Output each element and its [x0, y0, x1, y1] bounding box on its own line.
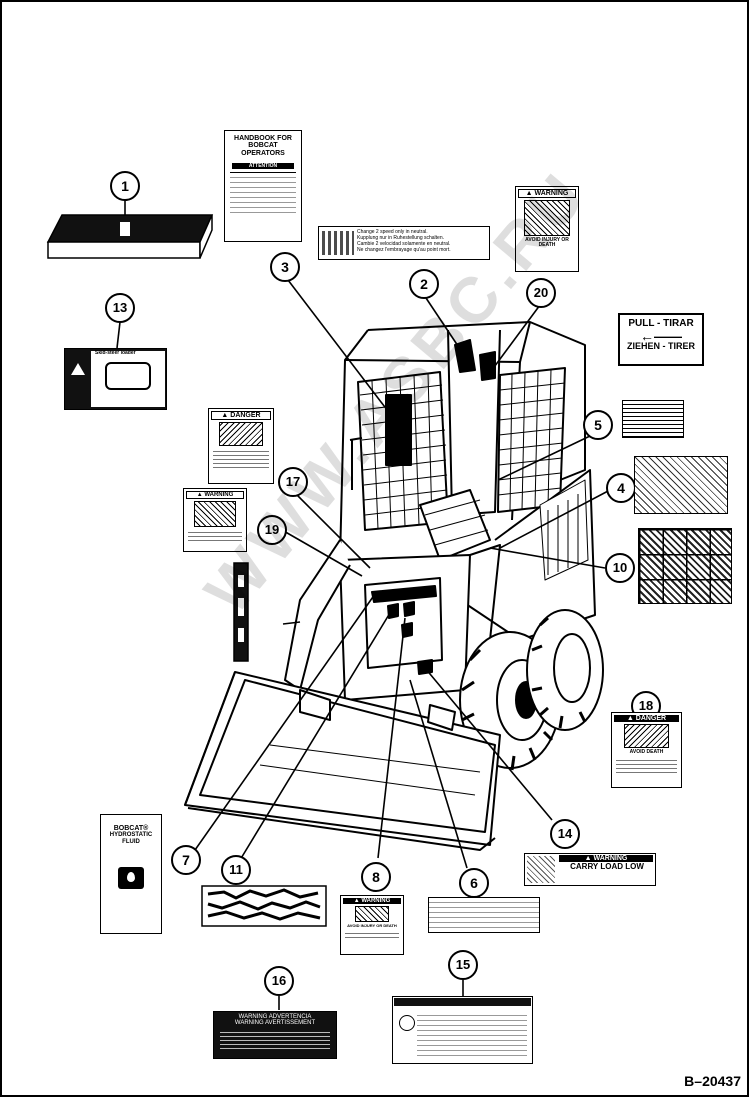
warning-triangle-icon: ▲ [196, 492, 203, 498]
warning-triangle-icon: ▲ [525, 190, 533, 197]
speed-line-3: Cambie 2 velocidad solamente en neutral. [357, 241, 451, 247]
speed-line-2: Kupplung nur in Ruhestellung schalten. [357, 235, 445, 241]
callout-circles [105, 171, 661, 996]
callout-17: 17 [285, 474, 301, 489]
cab-grille-right [497, 368, 566, 512]
callout-20: 20 [533, 285, 549, 300]
warning-16-line-1: WARNING ADVERTENCIA [238, 1014, 312, 1020]
rear-right-wheel [526, 609, 604, 731]
warning-triangle-icon: ▲ [353, 898, 360, 904]
decal-1-step-strip [46, 214, 214, 259]
warning-top-pictogram [524, 200, 570, 236]
carry-load-pictogram [527, 856, 555, 883]
danger-left-pictogram [219, 422, 263, 446]
decal-13-skid-steer: Skid-steer loader [64, 348, 167, 410]
decal-14-carry-load-low: ▲ WARNING CARRY LOAD LOW [524, 853, 656, 886]
callout-18: 18 [638, 698, 654, 713]
warning-left-header: ▲ WARNING [186, 491, 244, 499]
pull-line-2: ZIEHEN - TIRER [626, 340, 695, 351]
loader-pictogram-icon [105, 362, 151, 391]
danger-left-header: ▲ DANGER [211, 411, 271, 420]
danger-18-pictogram [624, 724, 669, 748]
decal-10-grid [638, 528, 732, 604]
danger-18-header: ▲ DANGER [614, 715, 679, 722]
callout-1: 1 [121, 178, 129, 194]
warning-8-pictogram [355, 906, 389, 922]
warning-triangle-icon: ▲ [626, 715, 634, 722]
decal-16-warning-advertencia: WARNING ADVERTENCIA WARNING AVERTISSEMEN… [213, 1011, 337, 1059]
skid-steer-loader-drawing [184, 321, 604, 851]
speed-line-4: Ne changez l'embrayage qu'au point mort. [357, 247, 451, 253]
decal-pull-tirar: PULL - TIRAR ←—— ZIEHEN - TIRER [618, 313, 704, 366]
warning-triangle-icon [71, 363, 85, 375]
callout-6: 6 [470, 875, 478, 891]
callout-3: 3 [281, 259, 289, 275]
leader-lines [116, 200, 647, 1010]
warning-triangle-icon: ▲ [221, 412, 229, 419]
decal-warning-left: ▲ WARNING [183, 488, 247, 552]
callout-16: 16 [271, 973, 287, 988]
decal-speed-neutral: Change 2 speed only in neutral. Kupplung… [318, 226, 490, 260]
warning-8-header: ▲ WARNING [343, 898, 401, 904]
callout-7: 7 [182, 852, 190, 868]
callout-4: 4 [617, 480, 625, 496]
callout-10: 10 [612, 560, 628, 575]
decal-11-textured [201, 885, 327, 927]
warning-8-text: AVOID INJURY OR DEATH [347, 923, 397, 928]
decal-warning-top: ▲ WARNING AVOID INJURY OR DEATH [515, 186, 579, 272]
warning-top-header: ▲ WARNING [518, 189, 576, 198]
carry-header: ▲ WARNING [559, 855, 653, 862]
fluid-line-3: FLUID [122, 838, 140, 845]
decal-lift-arm-vertical [233, 562, 249, 662]
handbook-attention: ATTENTION [232, 163, 294, 170]
speed-line-1: Change 2 speed only in neutral. [357, 229, 428, 235]
callout-15: 15 [455, 957, 471, 972]
arrow-left-icon: ←—— [640, 327, 682, 344]
warning-top-text: AVOID INJURY OR DEATH [525, 237, 569, 249]
callout-13: 13 [112, 300, 128, 315]
danger-18-text: AVOID DEATH [629, 749, 664, 755]
decal-operator-handbook: HANDBOOK FOR BOBCAT OPERATORS ATTENTION [224, 130, 302, 242]
decal-8-warning: ▲ WARNING AVOID INJURY OR DEATH [340, 895, 404, 955]
bucket [184, 671, 501, 851]
warning-triangle-icon: ▲ [584, 855, 592, 862]
warning-16-line-2: WARNING AVERTISSEMENT [234, 1020, 316, 1026]
callout-2: 2 [420, 276, 428, 292]
decal-6-text [428, 897, 540, 933]
carry-text: CARRY LOAD LOW [570, 862, 644, 871]
decal-danger-left: ▲ DANGER [208, 408, 274, 484]
callout-5: 5 [594, 417, 602, 433]
fluid-line-2: HYDROSTATIC [109, 832, 153, 839]
decal-18-danger: ▲ DANGER AVOID DEATH [611, 712, 682, 788]
decal-15-multi [392, 996, 533, 1064]
pull-line-1: PULL - TIRAR [628, 318, 694, 329]
callout-19: 19 [264, 522, 280, 537]
decal-13-title: Skid-steer loader [95, 350, 136, 356]
fluid-reservoir-icon [118, 866, 144, 889]
decal-hydrostatic-fluid: BOBCAT® HYDROSTATIC FLUID [100, 814, 162, 934]
figure-reference: B–20437 [684, 1073, 741, 1089]
callout-11: 11 [229, 862, 243, 877]
fluid-brand: BOBCAT® [113, 825, 149, 832]
decal-5-text-block [622, 400, 684, 438]
callout-14: 14 [557, 826, 573, 841]
warning-left-pictogram [194, 501, 236, 527]
handbook-title: HANDBOOK FOR BOBCAT OPERATORS [234, 135, 292, 157]
decal-4-pictograms [634, 456, 728, 514]
callout-8: 8 [372, 869, 380, 885]
prohibited-icon [399, 1015, 415, 1031]
